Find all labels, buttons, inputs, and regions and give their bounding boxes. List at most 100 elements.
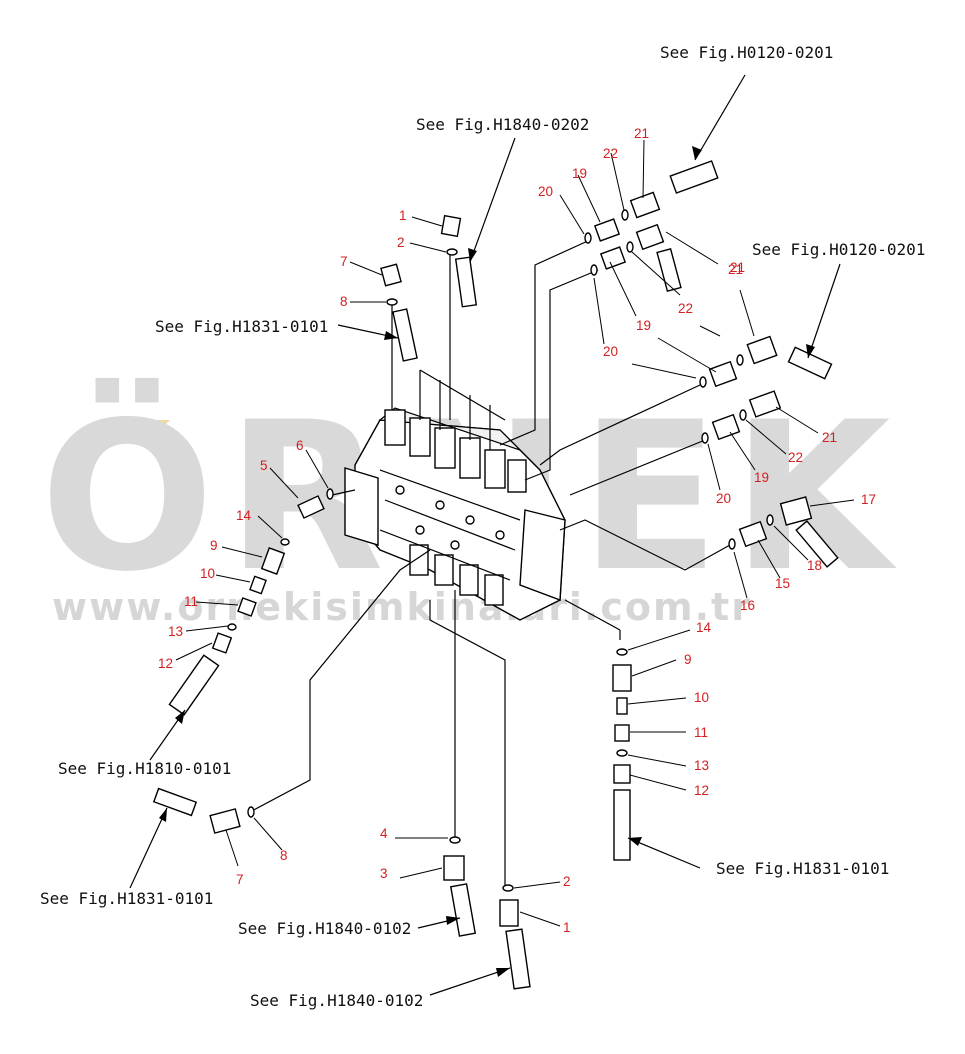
part-22-c <box>736 354 744 366</box>
part-7-lower <box>209 808 241 834</box>
hose-right-cross <box>787 346 833 380</box>
callout: 22 <box>678 301 693 316</box>
part-12-left <box>211 632 233 654</box>
part-12-right <box>613 764 631 784</box>
callout: 20 <box>538 184 553 199</box>
callout: 21 <box>728 262 743 277</box>
part-20-b <box>590 264 598 276</box>
part-21-c <box>746 335 778 365</box>
callout: 13 <box>694 758 709 773</box>
hose-bottom-mid <box>449 883 477 937</box>
callout: 2 <box>397 235 405 250</box>
part-19-d <box>711 413 741 441</box>
ref-label: See Fig.H1831-0101 <box>155 317 328 336</box>
hose-right <box>613 789 631 861</box>
ref-label: See Fig.H1840-0202 <box>416 115 589 134</box>
callout: 12 <box>694 783 709 798</box>
ref-label: See Fig.H1840-0102 <box>250 991 423 1010</box>
callout: 15 <box>775 576 790 591</box>
callout: 19 <box>636 318 651 333</box>
callout: 1 <box>399 208 407 223</box>
ref-label: See Fig.H0120-0201 <box>660 43 833 62</box>
callout: 4 <box>380 826 388 841</box>
hose-top <box>454 256 478 308</box>
fittings <box>152 160 839 990</box>
part-10-left <box>249 575 267 595</box>
ref-label: See Fig.H1810-0101 <box>58 759 231 778</box>
callout: 17 <box>861 492 876 507</box>
watermark-accent-right <box>135 420 170 440</box>
part-21-a <box>629 191 661 219</box>
callout: 22 <box>788 450 803 465</box>
part-22-d <box>739 409 747 421</box>
callout: 11 <box>184 594 198 609</box>
part-2-oring <box>446 248 458 256</box>
watermark-accent-left <box>85 420 120 440</box>
callout: 21 <box>822 430 837 445</box>
hose-bottom-right <box>505 928 531 990</box>
callout: 16 <box>740 598 755 613</box>
hose-upper-left <box>392 308 418 362</box>
assembly-lines <box>249 239 731 885</box>
callout: 11 <box>694 725 708 740</box>
hose-upper-right-a <box>669 160 719 194</box>
callout: 19 <box>572 166 587 181</box>
callout-leaders <box>175 139 855 927</box>
hose-bottom-left <box>152 787 198 817</box>
part-5-fitting <box>297 495 325 519</box>
reference-arrows <box>129 74 841 996</box>
part-22-b <box>626 241 634 253</box>
part-13-right <box>616 749 628 757</box>
callout: 1 <box>563 920 571 935</box>
part-9-right <box>612 664 632 692</box>
callout: 18 <box>807 558 822 573</box>
callout: 9 <box>210 538 218 553</box>
callout: 13 <box>168 624 183 639</box>
callout: 20 <box>716 491 731 506</box>
callout: 21 <box>634 126 649 141</box>
ref-label: See Fig.H1831-0101 <box>716 859 889 878</box>
ref-label: See Fig.H0120-0201 <box>752 240 925 259</box>
part-7-fitting <box>380 263 402 287</box>
callout: 19 <box>754 470 769 485</box>
hose-lower-right <box>795 520 839 568</box>
ref-label: See Fig.H1831-0101 <box>40 889 213 908</box>
callout: 7 <box>340 254 348 269</box>
part-20-d <box>701 432 709 444</box>
part-3-fitting <box>443 855 465 881</box>
callout: 6 <box>296 438 304 453</box>
part-17 <box>779 496 813 526</box>
callout: 3 <box>380 866 388 881</box>
part-18 <box>766 514 774 526</box>
callout: 20 <box>603 344 618 359</box>
part-6-oring <box>326 488 334 500</box>
part-14-oring-right <box>616 648 628 656</box>
part-9-left <box>260 547 286 575</box>
callout: 8 <box>340 294 348 309</box>
ref-label: See Fig.H1840-0102 <box>238 919 411 938</box>
part-20-c <box>699 376 707 388</box>
callout: 9 <box>684 652 692 667</box>
callout: 22 <box>603 146 618 161</box>
part-19-c <box>708 360 738 388</box>
part-8-oring <box>386 298 398 306</box>
part-1-fitting <box>440 214 462 238</box>
part-16 <box>728 538 736 550</box>
callout: 10 <box>200 566 215 581</box>
part-10-right <box>616 697 628 715</box>
callout: 5 <box>260 458 268 473</box>
part-19-a <box>593 218 621 242</box>
callout: 7 <box>236 872 244 887</box>
part-11-right <box>614 724 630 742</box>
part-21-d <box>748 390 782 418</box>
callout-numbers: 1 2 7 8 6 5 14 9 10 11 13 12 7 8 4 3 2 1… <box>158 126 876 935</box>
callout: 2 <box>563 874 571 889</box>
callout: 10 <box>694 690 709 705</box>
callout: 21 <box>730 260 745 275</box>
callout: 12 <box>158 656 173 671</box>
callout: 14 <box>236 508 252 523</box>
part-14-oring-left <box>280 538 290 546</box>
part-1-lower <box>499 899 519 927</box>
